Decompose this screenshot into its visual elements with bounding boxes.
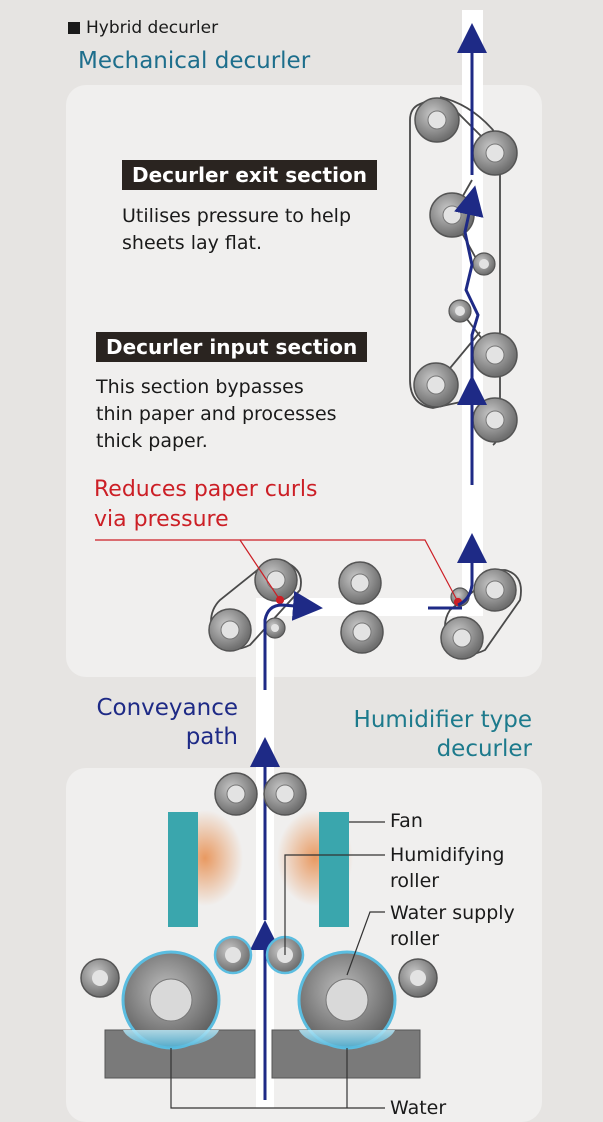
callout-lines [170,821,385,1109]
side-rollers [80,958,438,998]
conveyance-line: Conveyance [96,695,238,721]
pressure-pointers [95,539,463,607]
top-humidifier-rollers [214,772,307,816]
exit-desc-line: Utilises pressure to help [122,205,352,227]
fan-callout: Fan [390,810,423,832]
mechanical-decurler-title: Mechanical decurler [78,48,311,74]
input-desc-line: thick paper. [96,430,208,452]
callout-line: Water supply [390,902,515,924]
pressure-note: Reduces paper curls via pressure [94,475,317,535]
callout-line: Humidifying [390,844,505,866]
callout-line: roller [390,870,440,892]
conveyance-arrows [250,23,487,1100]
input-section-desc: This section bypasses thin paper and pro… [96,374,337,455]
input-desc-line: This section bypasses [96,376,304,398]
input-section-label: Decurler input section [96,332,368,362]
exit-desc-line: sheets lay flat. [122,232,263,254]
exit-section-label: Decurler exit section [122,160,377,190]
humidifying-roller-callout: Humidifying roller [390,842,504,894]
legend-square-icon [68,22,80,34]
pressure-note-line: via pressure [94,507,229,532]
water-supply-roller-callout: Water supply roller [390,900,515,952]
pressure-note-line: Reduces paper curls [94,477,318,502]
water-supply-rollers [121,950,397,1050]
conveyance-line: path [185,724,238,750]
callout-line: roller [390,928,440,950]
water-callout: Water [390,1097,447,1119]
legend-label: Hybrid decurler [86,18,219,38]
humidifier-line: decurler [436,736,532,762]
exit-section-desc: Utilises pressure to help sheets lay fla… [122,203,351,257]
fans [168,812,349,927]
humidifier-line: Humidifier type [353,707,532,733]
input-section-rollers [208,558,517,660]
conveyance-path-label: Conveyance path [60,694,238,752]
humidifier-decurler-label: Humidifier type decurler [300,706,532,764]
legend-hybrid-decurler: Hybrid decurler [68,18,218,38]
input-desc-line: thin paper and processes [96,403,337,425]
